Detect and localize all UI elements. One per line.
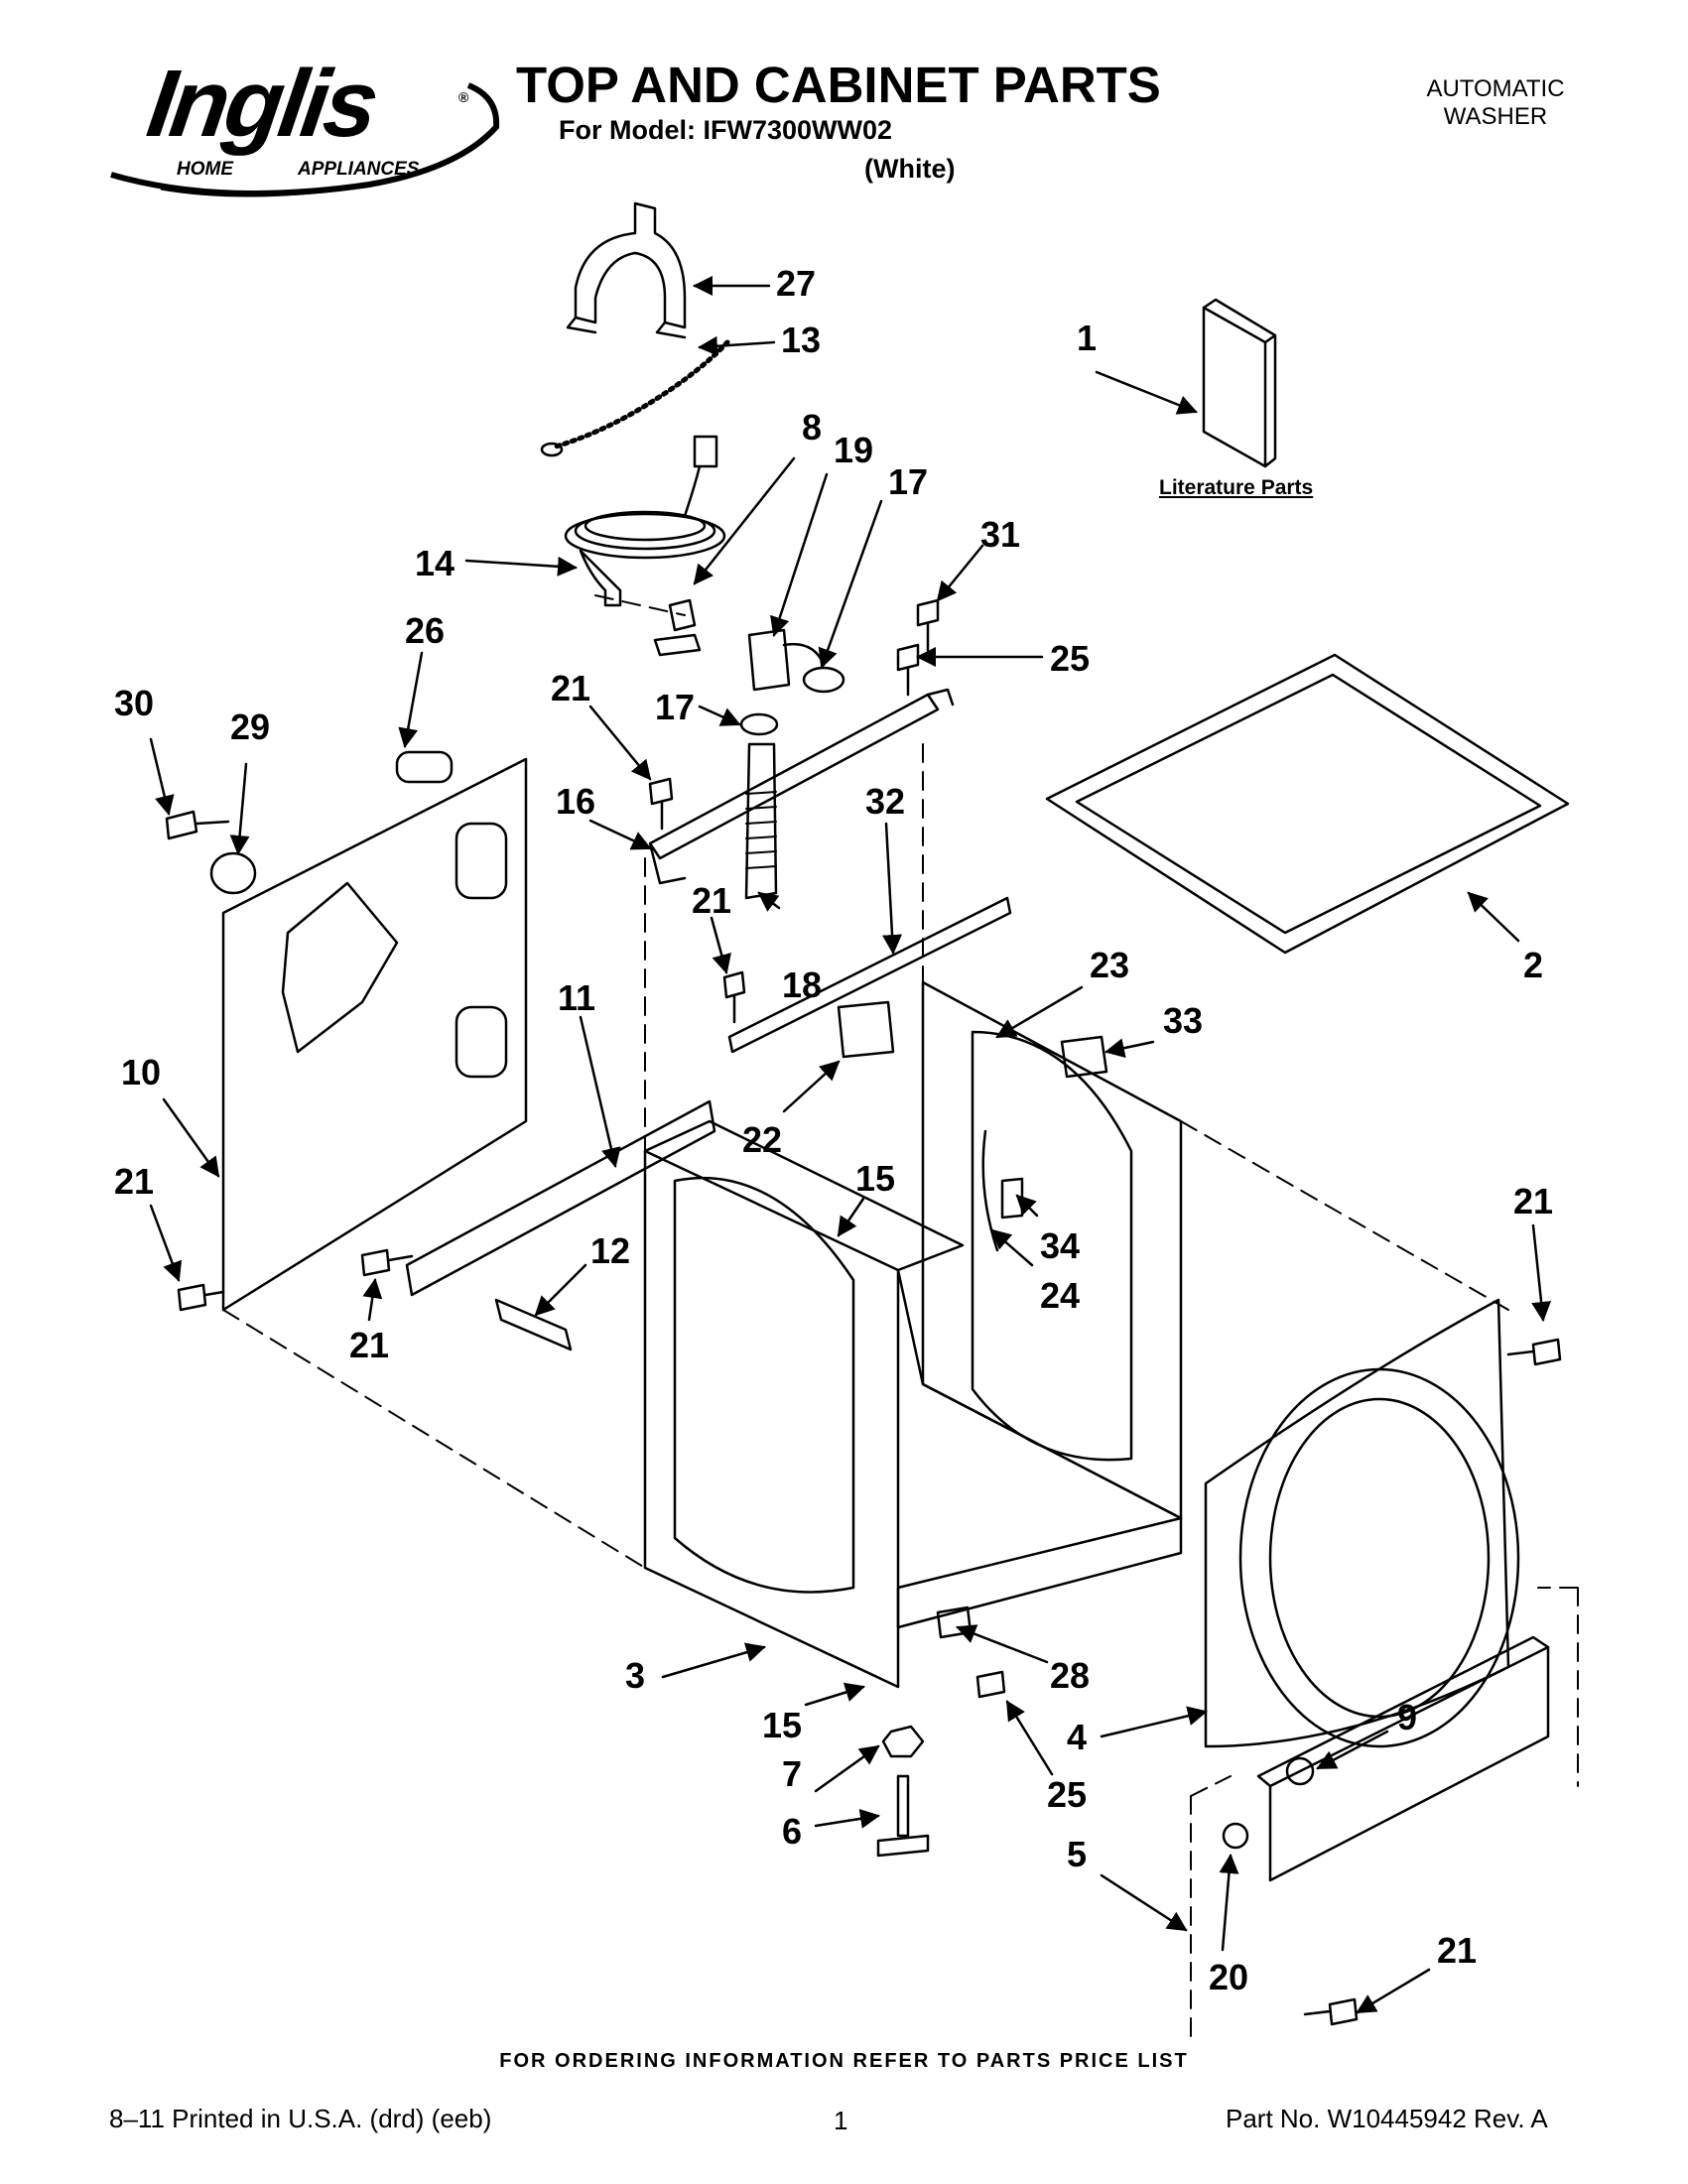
callout-10: 10	[121, 1052, 162, 1092]
callout-29: 29	[230, 707, 271, 747]
part-21-screw-a	[648, 777, 674, 831]
part-25-screw-bottom	[975, 1670, 1006, 1699]
callout-22: 22	[742, 1119, 783, 1160]
inglis-logo	[110, 82, 500, 197]
callout-21-d: 21	[349, 1325, 390, 1365]
part-9-grommet	[1285, 1756, 1315, 1786]
callout-12: 12	[590, 1230, 631, 1271]
part-1-literature	[1202, 298, 1277, 468]
cabinet-base	[896, 1516, 1183, 1629]
callout-16: 16	[556, 781, 596, 822]
part-6-leveling-leg	[876, 1774, 930, 1858]
part-11-side-rail	[405, 1099, 716, 1297]
model-line: For Model: IFW7300WW02	[559, 115, 893, 145]
callout-21-f: 21	[1437, 1930, 1478, 1971]
callout-17-top: 17	[888, 461, 929, 502]
part-21-screw-c	[177, 1283, 225, 1312]
part-30-screw	[165, 810, 230, 840]
part-4-front-panel	[1204, 1298, 1520, 1748]
page-title: TOP AND CABINET PARTS	[516, 57, 1161, 113]
literature-parts-label: Literature Parts	[1159, 476, 1314, 499]
part-25-screw-top	[896, 643, 920, 697]
part-34-hose	[1000, 1177, 1024, 1220]
callout-9: 9	[1397, 1697, 1418, 1737]
logo-sub-home: HOME	[177, 159, 233, 180]
part-5-kickplate	[1256, 1635, 1550, 1882]
part-29-clamp	[209, 851, 257, 895]
part-2-top	[1045, 653, 1570, 955]
part-8-clip	[653, 598, 702, 657]
registered-mark: ®	[458, 89, 469, 105]
part-22-filter	[837, 1000, 895, 1059]
part-7-nut	[881, 1725, 925, 1758]
callout-5: 5	[1067, 1834, 1088, 1874]
part-17-clamp-top	[802, 666, 845, 694]
callout-leaders	[149, 276, 1552, 2014]
callout-20: 20	[1209, 1957, 1249, 1997]
callout-14: 14	[415, 543, 455, 583]
part-21-screw-b	[722, 970, 746, 1024]
part-10-rear-panel	[221, 757, 528, 1312]
part-17-clamp-lower	[739, 712, 779, 736]
callout-25-top: 25	[1050, 638, 1091, 679]
logo-sub-appliances: APPLIANCES	[298, 159, 420, 180]
callout-3: 3	[625, 1655, 646, 1696]
part-16-rear-bracket	[648, 688, 955, 885]
callout-32: 32	[865, 781, 906, 822]
doc-type-line1: AUTOMATIC	[1426, 75, 1565, 102]
part-26-grommet	[395, 750, 454, 784]
part-number: Part No. W10445942 Rev. A	[1226, 2104, 1548, 2133]
callout-21-c: 21	[114, 1161, 155, 1202]
callout-30: 30	[114, 683, 155, 723]
callout-19: 19	[834, 430, 874, 470]
part-21-screw-d	[360, 1248, 414, 1277]
callout-25-bottom: 25	[1047, 1774, 1088, 1815]
part-33-bracket	[1060, 1035, 1108, 1079]
part-13-tie-strap	[553, 339, 730, 450]
callout-31: 31	[980, 514, 1021, 555]
callout-17-lower: 17	[655, 687, 696, 727]
callout-2: 2	[1523, 945, 1544, 985]
callout-6: 6	[782, 1811, 803, 1852]
callout-4: 4	[1067, 1717, 1088, 1757]
callout-21-e: 21	[1513, 1181, 1554, 1221]
callout-1: 1	[1077, 318, 1098, 358]
callout-28: 28	[1050, 1655, 1091, 1696]
callout-13: 13	[781, 320, 822, 360]
callout-23: 23	[1090, 945, 1130, 985]
doc-type-line2: WASHER	[1443, 103, 1548, 130]
callout-27: 27	[776, 263, 817, 304]
callout-21-b: 21	[692, 880, 732, 921]
callout-7: 7	[782, 1753, 803, 1794]
ordering-note: FOR ORDERING INFORMATION REFER TO PARTS …	[499, 2050, 1189, 2072]
callout-21-a: 21	[551, 668, 591, 708]
part-21-screw-e	[1506, 1338, 1562, 1366]
callout-34: 34	[1040, 1225, 1081, 1266]
part-32-rail	[727, 896, 1012, 1054]
part-12-component	[494, 1298, 573, 1351]
color-line: (White)	[864, 154, 956, 184]
part-14-power-cord	[564, 435, 726, 607]
part-19-elbow	[747, 628, 826, 692]
callout-15-top: 15	[855, 1158, 896, 1199]
part-27-hose-bracket	[566, 201, 687, 339]
part-21-screw-f	[1303, 1997, 1359, 2026]
callout-33: 33	[1163, 1000, 1204, 1041]
page-number: 1	[834, 2106, 848, 2135]
callout-11: 11	[558, 977, 596, 1018]
callout-15-lower: 15	[762, 1705, 803, 1745]
part-15-left-panel	[643, 1119, 965, 1689]
callout-24: 24	[1040, 1275, 1081, 1316]
callout-26: 26	[405, 610, 446, 651]
callout-8: 8	[802, 407, 823, 448]
part-31-screw	[916, 598, 940, 652]
callout-18: 18	[782, 964, 823, 1005]
part-20-bumper	[1222, 1822, 1249, 1850]
print-info: 8–11 Printed in U.S.A. (drd) (eeb)	[109, 2104, 492, 2133]
